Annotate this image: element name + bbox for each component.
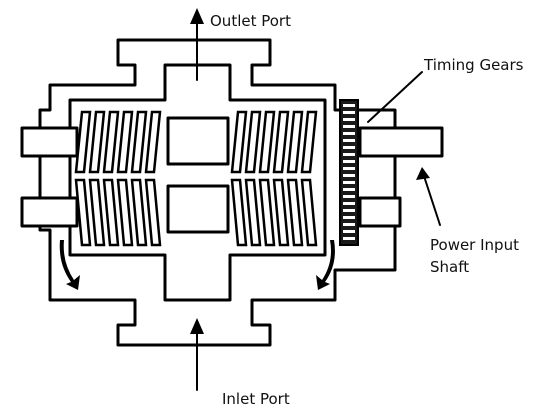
inlet-arrow (190, 318, 204, 391)
power-shaft-leader-head (416, 167, 430, 180)
upper-hub (166, 116, 230, 166)
timing-gears-label: Timing Gears (423, 56, 524, 74)
timing-gears (339, 99, 359, 246)
screw-flight (272, 178, 290, 247)
upper-shaft-left (20, 126, 79, 158)
gear-tooth (343, 230, 355, 233)
screw-flight (244, 110, 262, 174)
screw-flight (116, 110, 134, 174)
gear-tooth (343, 209, 355, 212)
gear-tooth (343, 223, 355, 226)
gear-tooth (343, 125, 355, 128)
screw-flight (88, 110, 106, 174)
screw-flight (286, 110, 304, 174)
screw-flight (74, 178, 92, 247)
screw-flight (230, 178, 248, 247)
lower-hub (166, 184, 230, 234)
gear-tooth (343, 132, 355, 135)
screw-flight (300, 110, 318, 174)
power-input-shaft (358, 126, 444, 158)
gear-tooth (343, 153, 355, 156)
screw-flight (230, 110, 248, 174)
screw-flight (130, 110, 148, 174)
gear-tooth (343, 160, 355, 163)
screw-flight (102, 178, 120, 247)
gear-tooth (343, 146, 355, 149)
lower-shaft-right (358, 196, 402, 228)
timing-gear-body (339, 99, 359, 246)
power-input-label: Power Input (430, 236, 519, 254)
lower-shaft-left (20, 196, 79, 228)
screw-flight (300, 178, 318, 247)
power-shaft-leader (421, 169, 441, 226)
outlet-arrow (190, 8, 204, 81)
gear-tooth (343, 118, 355, 121)
screw-flight (272, 110, 290, 174)
gear-tooth (343, 111, 355, 114)
gear-tooth (343, 216, 355, 219)
gear-tooth (343, 195, 355, 198)
gear-tooth (343, 237, 355, 240)
screw-flight (286, 178, 304, 247)
gear-tooth (343, 167, 355, 170)
outlet-port-label: Outlet Port (210, 12, 291, 30)
flow-arrow-right (316, 240, 335, 290)
flow-arrow-left (59, 240, 80, 290)
timing-gears-leader (367, 71, 423, 123)
screw-flight (102, 110, 120, 174)
gear-tooth (343, 104, 355, 107)
screw-flight (144, 178, 162, 247)
power-input-label-2: Shaft (430, 258, 469, 276)
screw-flight (258, 178, 276, 247)
screw-flight (88, 178, 106, 247)
screw-flight (144, 110, 162, 174)
inlet-port-label: Inlet Port (222, 390, 290, 408)
screw-flight (130, 178, 148, 247)
screw-flight (116, 178, 134, 247)
screw-flight (244, 178, 262, 247)
screw-rotors (74, 110, 318, 247)
gear-tooth (343, 174, 355, 177)
gear-tooth (343, 139, 355, 142)
gear-tooth (343, 202, 355, 205)
gear-tooth (343, 181, 355, 184)
pump-casing-outer (38, 38, 397, 347)
screw-flight (258, 110, 276, 174)
gear-tooth (343, 188, 355, 191)
screw-flight (74, 110, 92, 174)
